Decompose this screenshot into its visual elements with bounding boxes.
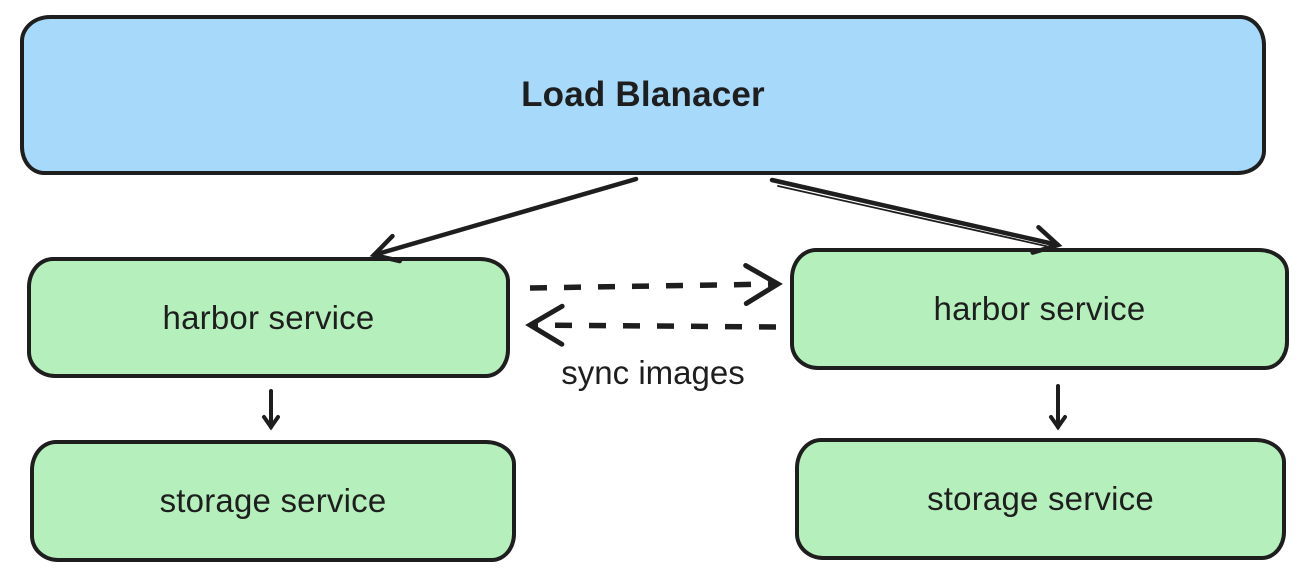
harbor-service-left-node: harbor service xyxy=(27,257,510,378)
lb-to-harbor-left-arrow xyxy=(369,176,639,264)
storage-service-left-node: storage service xyxy=(30,440,516,562)
harbor-service-right-label: harbor service xyxy=(933,290,1146,327)
lb-to-harbor-right-arrow xyxy=(769,177,1063,255)
load-balancer-label: Load Blanacer xyxy=(521,75,765,114)
sync-right-dashed-arrow xyxy=(529,263,783,307)
sync-left-dashed-arrow xyxy=(525,303,777,347)
storage-service-right-label: storage service xyxy=(927,480,1154,517)
harbor-service-left-label: harbor service xyxy=(162,298,375,336)
sync-images-edge-label: sync images xyxy=(561,354,745,391)
harbor-service-right-node: harbor service xyxy=(790,248,1289,370)
storage-service-right-node: storage service xyxy=(795,438,1286,560)
load-balancer-node: Load Blanacer xyxy=(20,15,1266,175)
lb-to-harbor-right-arrow-overdraw xyxy=(777,185,1051,248)
storage-service-left-label: storage service xyxy=(159,482,387,519)
